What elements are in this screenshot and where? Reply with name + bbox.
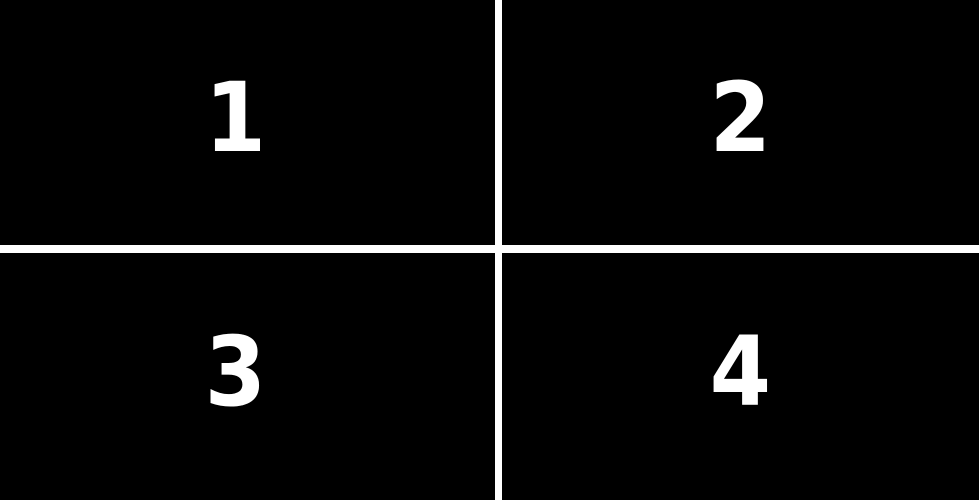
panel-3[interactable]: 3 bbox=[0, 253, 495, 500]
panel-4[interactable]: 4 bbox=[502, 253, 979, 500]
panel-2-label: 2 bbox=[709, 61, 772, 174]
panel-3-label: 3 bbox=[204, 315, 267, 428]
panel-1-label: 1 bbox=[204, 61, 267, 174]
panel-1[interactable]: 1 bbox=[0, 0, 495, 245]
panel-2[interactable]: 2 bbox=[502, 0, 979, 245]
panel-4-label: 4 bbox=[709, 315, 772, 428]
